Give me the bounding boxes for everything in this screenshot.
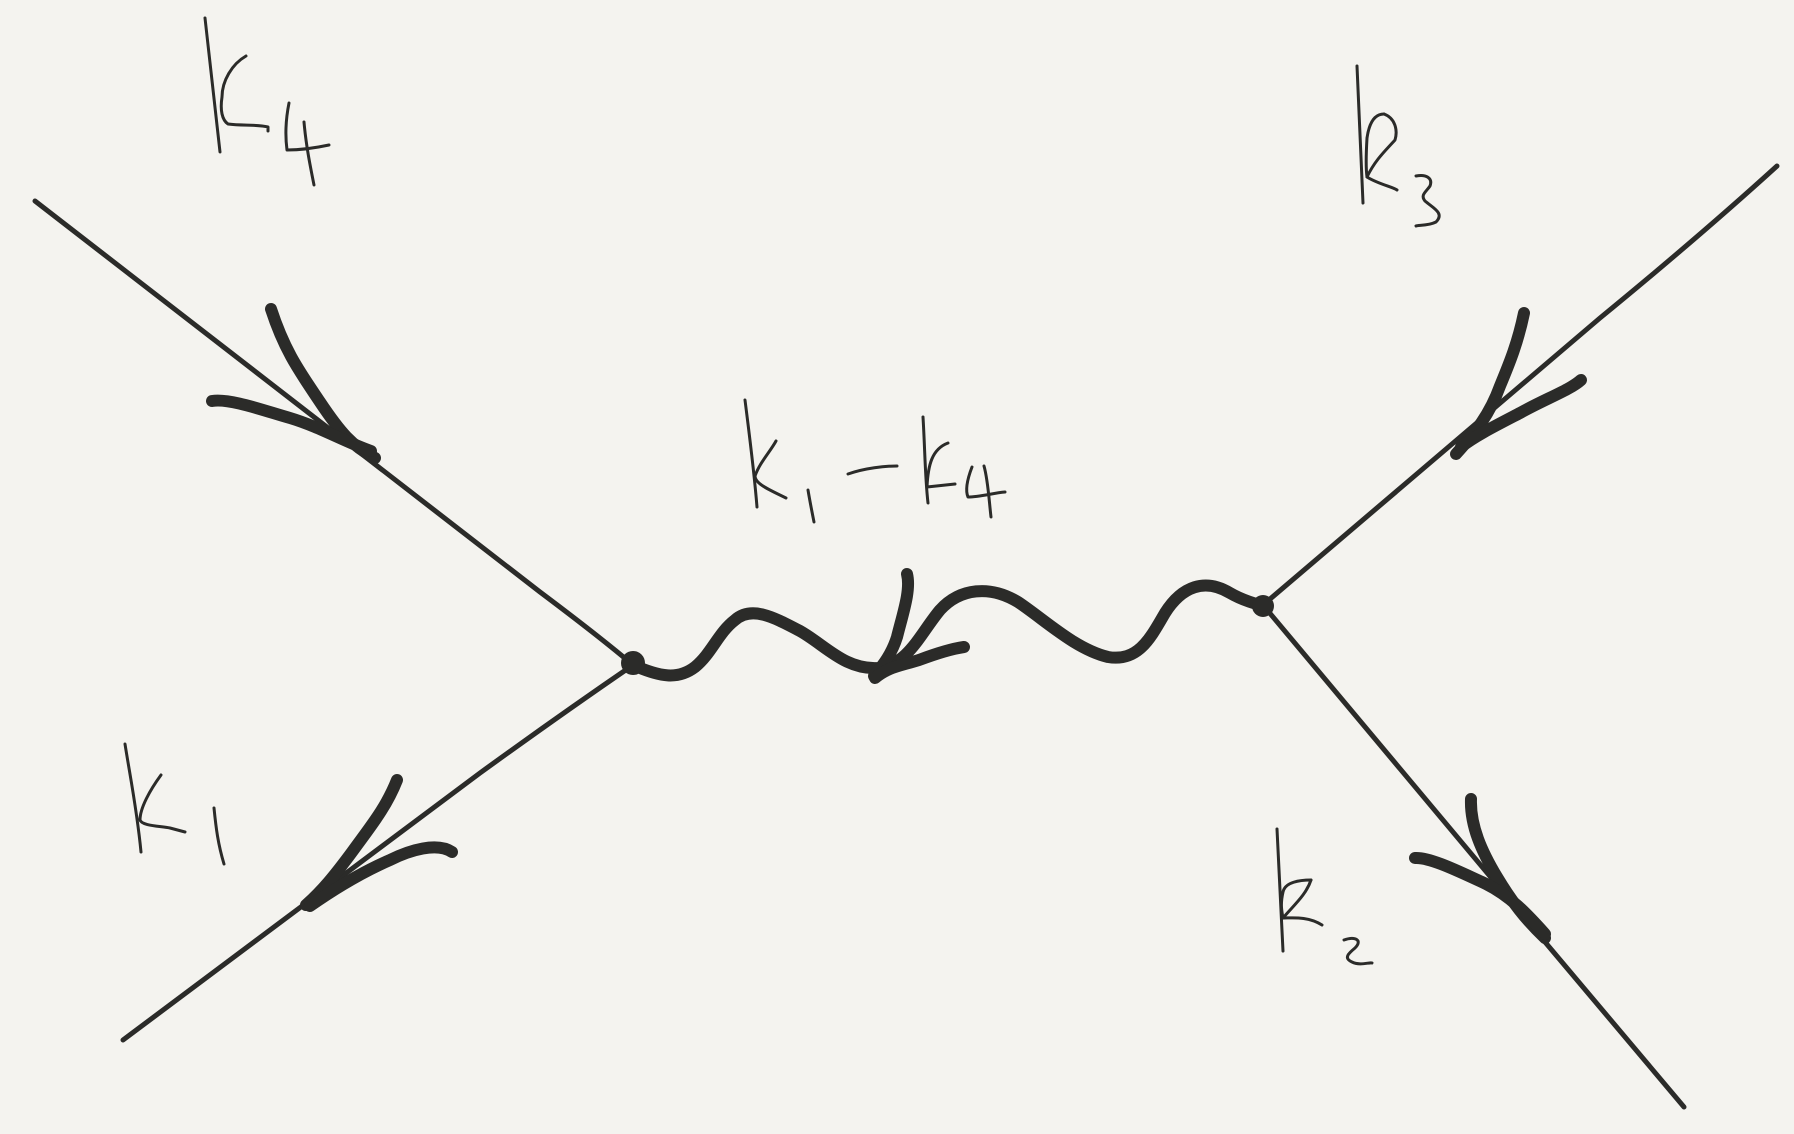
arrow-k4-lower-barb	[206, 394, 377, 457]
propagator	[627, 568, 1269, 684]
arrow-propagator-lower-barb	[869, 641, 970, 684]
leg-k1-line	[120, 662, 636, 1043]
vertex-right	[1252, 595, 1274, 617]
leg-k3	[1260, 163, 1780, 608]
leg-k1	[120, 662, 636, 1043]
label-k4	[203, 16, 331, 187]
label-k2	[1275, 827, 1374, 966]
label-k3	[1355, 64, 1441, 228]
arrow-k1-upper-barb	[300, 774, 403, 911]
arrow-propagator-upper-barb	[868, 568, 915, 682]
label-propagator	[743, 398, 1007, 524]
leg-k2	[1260, 602, 1687, 1110]
label-k1	[123, 742, 226, 866]
leg-k2-line	[1260, 602, 1687, 1110]
propagator-wavy-line	[627, 579, 1269, 682]
vertex-left	[621, 651, 645, 675]
arrow-k3-lower-barb	[1455, 374, 1587, 453]
leg-k3-line	[1260, 163, 1780, 608]
arrow-k2-lower-barb	[1409, 852, 1551, 940]
arrow-k1-lower-barb	[304, 841, 458, 912]
leg-k4	[32, 198, 636, 668]
